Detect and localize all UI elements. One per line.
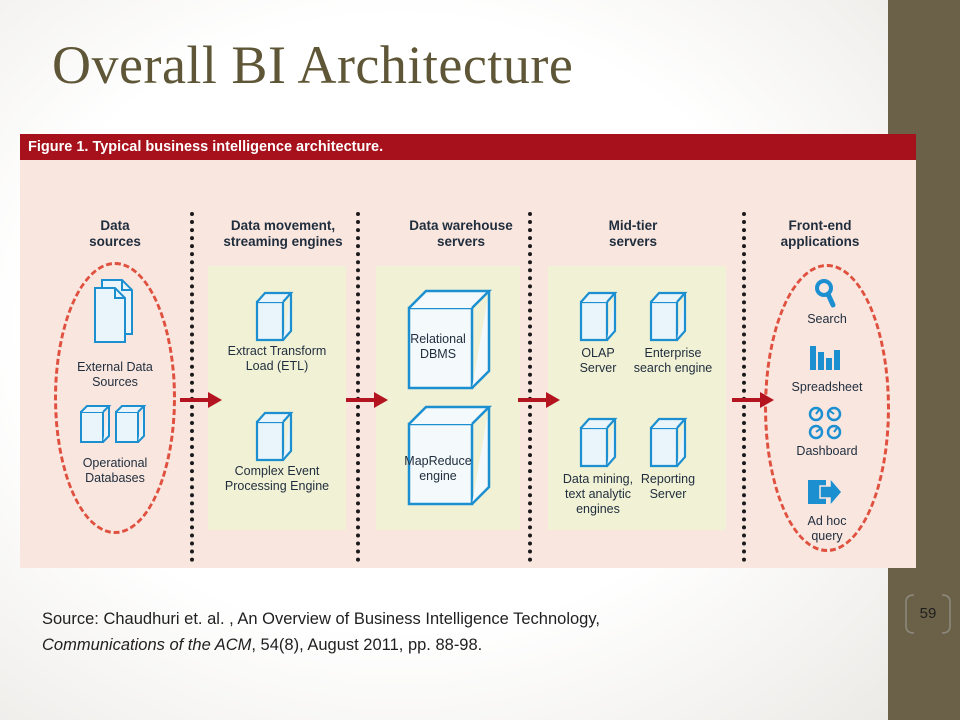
olap-cube-icon	[579, 291, 618, 342]
label-line: Sources	[92, 375, 138, 389]
data-mining-cube-icon	[579, 417, 618, 468]
reporting-server-label: Reporting Server	[628, 472, 708, 502]
label-line: Server	[649, 487, 687, 501]
label-line: Load (ETL)	[245, 359, 309, 373]
caption-line-1: Source: Chaudhuri et. al. , An Overview …	[42, 610, 600, 628]
search-icon	[815, 279, 836, 308]
label-line: Extract Transform	[227, 344, 327, 358]
source-caption: Source: Chaudhuri et. al. , An Overview …	[42, 606, 882, 658]
column-title-line: servers	[608, 234, 658, 249]
column-title-line: Data warehouse	[409, 218, 513, 233]
mapreduce-cube-icon	[407, 405, 493, 506]
dashboard-gauges-icon	[808, 406, 842, 440]
dashboard-label: Dashboard	[796, 444, 858, 458]
column-divider	[356, 212, 360, 562]
label-line: Enterprise	[644, 346, 702, 360]
label-line: DBMS	[419, 347, 457, 361]
label-line: Reporting	[640, 472, 696, 486]
column-title-line: applications	[780, 234, 860, 249]
column-divider	[742, 212, 746, 562]
etl-label: Extract Transform Load (ETL)	[208, 344, 346, 374]
column-title-mid-tier: Mid-tier servers	[568, 218, 698, 250]
label-line: query	[811, 529, 843, 543]
column-title-data-warehouse: Data warehouse servers	[390, 218, 532, 250]
column-divider	[528, 212, 532, 562]
label-line: engine	[419, 469, 457, 483]
journal-name: Communications of the ACM	[42, 636, 252, 654]
label-line: Relational	[410, 332, 466, 346]
column-title-data-sources: Data sources	[60, 218, 170, 250]
label-line: MapReduce	[404, 454, 472, 468]
enterprise-search-cube-icon	[649, 291, 688, 342]
label-line: External Data	[77, 360, 153, 374]
caption-citation: , 54(8), August 2011, pp. 88-98.	[251, 636, 483, 654]
column-title-line: Data movement,	[230, 218, 336, 233]
cep-label: Complex Event Processing Engine	[208, 464, 346, 494]
documents-icon	[94, 279, 133, 343]
label-line: Processing Engine	[224, 479, 330, 493]
label-line: text analytic	[564, 487, 631, 501]
label-line: Operational	[82, 456, 148, 470]
reporting-server-cube-icon	[649, 417, 688, 468]
mapreduce-label: MapReduce engine	[400, 454, 476, 484]
cep-cube-icon	[255, 411, 294, 462]
flow-arrow	[180, 392, 222, 408]
column-title-line: servers	[436, 234, 486, 249]
operational-database-cubes-icon	[80, 405, 147, 443]
operational-databases-label: Operational Databases	[56, 456, 174, 486]
data-mining-label: Data mining, text analytic engines	[554, 472, 642, 517]
search-label: Search	[807, 312, 847, 326]
olap-server-label: OLAP Server	[558, 346, 638, 376]
column-title-line: streaming engines	[223, 234, 343, 249]
column-divider	[190, 212, 194, 562]
label-line: search engine	[633, 361, 713, 375]
column-title-line: sources	[89, 234, 141, 249]
label-line: Server	[579, 361, 617, 375]
spreadsheet-label: Spreadsheet	[791, 380, 863, 394]
page-number-brackets	[905, 594, 951, 634]
external-data-sources-label: External Data Sources	[56, 360, 174, 390]
label-line: Complex Event	[234, 464, 320, 478]
flow-arrow	[518, 392, 560, 408]
label-line: engines	[576, 502, 620, 516]
column-title-front-end: Front-end applications	[760, 218, 880, 250]
front-end-ellipse	[764, 264, 890, 552]
enterprise-search-label: Enterprise search engine	[628, 346, 718, 376]
data-sources-ellipse	[54, 262, 176, 534]
flow-arrow	[732, 392, 774, 408]
column-title-data-movement: Data movement, streaming engines	[208, 218, 358, 250]
flow-arrow	[346, 392, 388, 408]
ad-hoc-query-label: Ad hoc query	[784, 514, 870, 544]
mid-tier-panel	[548, 266, 726, 530]
ad-hoc-query-arrow-icon	[808, 475, 843, 509]
column-title-line: Mid-tier	[608, 218, 658, 233]
label-line: Data mining,	[562, 472, 634, 486]
figure-header: Figure 1. Typical business intelligence …	[20, 134, 916, 160]
column-title-line: Data	[100, 218, 130, 233]
label-line: Ad hoc	[807, 514, 847, 528]
column-title-line: Front-end	[788, 218, 852, 233]
relational-dbms-label: Relational DBMS	[400, 332, 476, 362]
label-line: Databases	[85, 471, 145, 485]
slide-title: Overall BI Architecture	[52, 35, 574, 95]
etl-cube-icon	[255, 291, 294, 342]
caption-line-2: Communications of the ACM, 54(8), August…	[42, 632, 882, 658]
page-number: 59	[919, 605, 937, 622]
spreadsheet-bar-chart-icon	[810, 346, 840, 370]
page-number-badge: 59	[902, 592, 954, 636]
label-line: OLAP	[581, 346, 615, 360]
architecture-figure: Figure 1. Typical business intelligence …	[20, 134, 916, 568]
relational-dbms-cube-icon	[407, 289, 493, 390]
